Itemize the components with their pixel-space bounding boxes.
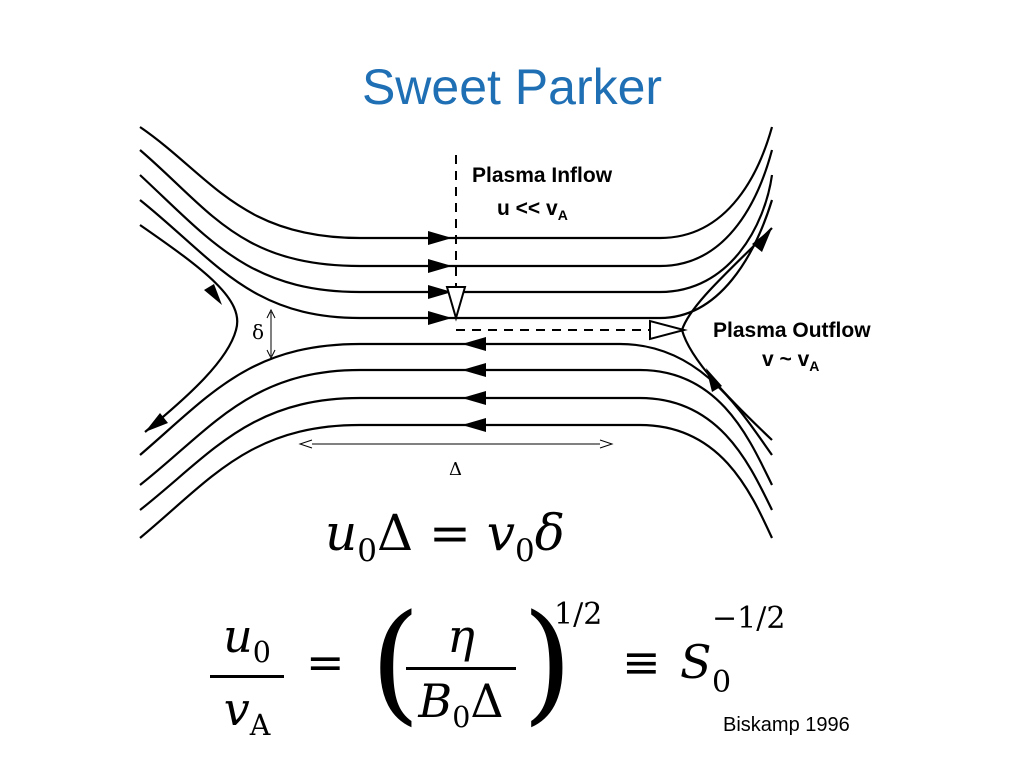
field-line-left-separatrix — [139, 224, 239, 433]
arrow-separatrix-left-out — [145, 413, 168, 432]
field-line-lower-2 — [139, 368, 773, 486]
field-line-upper-3 — [139, 174, 774, 294]
continuity-equation: u0Δ = v0δ — [325, 504, 565, 569]
outflow-condition: v ~ vA — [762, 348, 819, 374]
delta-small-label: δ — [252, 320, 264, 344]
outflow-open-arrowhead — [649, 319, 688, 341]
delta-large-label: Δ — [449, 459, 462, 480]
inflow-condition: u << vA — [497, 197, 568, 223]
arrow-left-4 — [462, 418, 486, 432]
arrow-right-2 — [428, 259, 452, 273]
arrow-left-3 — [462, 391, 486, 405]
outflow-label: Plasma Outflow — [713, 319, 871, 342]
slide-title: Sweet Parker — [361, 59, 663, 115]
field-line-upper-2 — [139, 149, 774, 268]
field-line-lower-4 — [139, 423, 773, 539]
arrow-left-2 — [462, 363, 486, 377]
arrow-right-3 — [428, 285, 452, 299]
field-line-lower-3 — [139, 396, 773, 511]
arrow-left-1 — [462, 337, 486, 351]
inflow-label: Plasma Inflow — [472, 164, 613, 187]
arrow-separatrix-right-out — [752, 228, 772, 252]
field-line-lower-1 — [139, 342, 773, 456]
arrow-separatrix-left-in — [204, 284, 222, 305]
field-line-upper-1 — [139, 126, 774, 240]
field-line-upper-4 — [139, 199, 774, 320]
resistivity-fraction: η B0Δ — [406, 613, 516, 732]
citation: Biskamp 1996 — [723, 714, 850, 736]
inflow-open-arrowhead — [445, 286, 467, 322]
velocity-ratio-fraction: u0 vA — [210, 613, 284, 741]
arrow-right-4 — [428, 311, 452, 325]
arrow-right-1 — [428, 231, 452, 245]
arrow-separatrix-right-in — [706, 368, 722, 392]
